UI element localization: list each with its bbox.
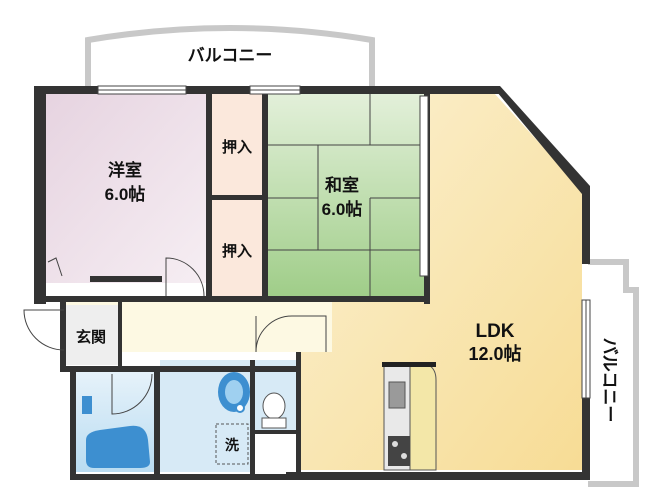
- western-room: [40, 93, 208, 283]
- washer-space: [215, 423, 249, 465]
- ldk-room: [296, 93, 582, 470]
- western-room-name: 洋室: [108, 160, 142, 180]
- closet-upper-label: 押入: [222, 138, 252, 156]
- closet-upper: [212, 93, 262, 195]
- washroom-label: 洗: [225, 437, 239, 453]
- door-swings: [23, 257, 327, 415]
- tatami-lines: [266, 93, 424, 298]
- closet-lower: [212, 200, 262, 298]
- top-balcony-label: バルコニー: [188, 46, 273, 65]
- japanese-room-name: 和室: [325, 175, 359, 195]
- toilet: [261, 392, 287, 429]
- bathtub: [82, 396, 150, 468]
- ldk-room-name: LDK: [475, 321, 514, 342]
- entrance: [66, 305, 118, 365]
- right-balcony-outline: [588, 259, 639, 487]
- ldk-room-size: 12.0帖: [468, 343, 521, 364]
- windows: [97, 85, 591, 399]
- wash-basin: [218, 372, 250, 413]
- right-balcony-label: バルコニー: [600, 338, 619, 423]
- western-room-size: 6.0帖: [105, 184, 146, 204]
- japanese-room-size: 6.0帖: [322, 199, 363, 219]
- top-balcony-outline: [85, 25, 375, 88]
- japanese-room: [266, 93, 424, 298]
- entrance-label: 玄関: [76, 328, 106, 346]
- closet-lower-label: 押入: [222, 242, 252, 260]
- walls: [34, 86, 590, 480]
- kitchen-counter: [382, 362, 437, 471]
